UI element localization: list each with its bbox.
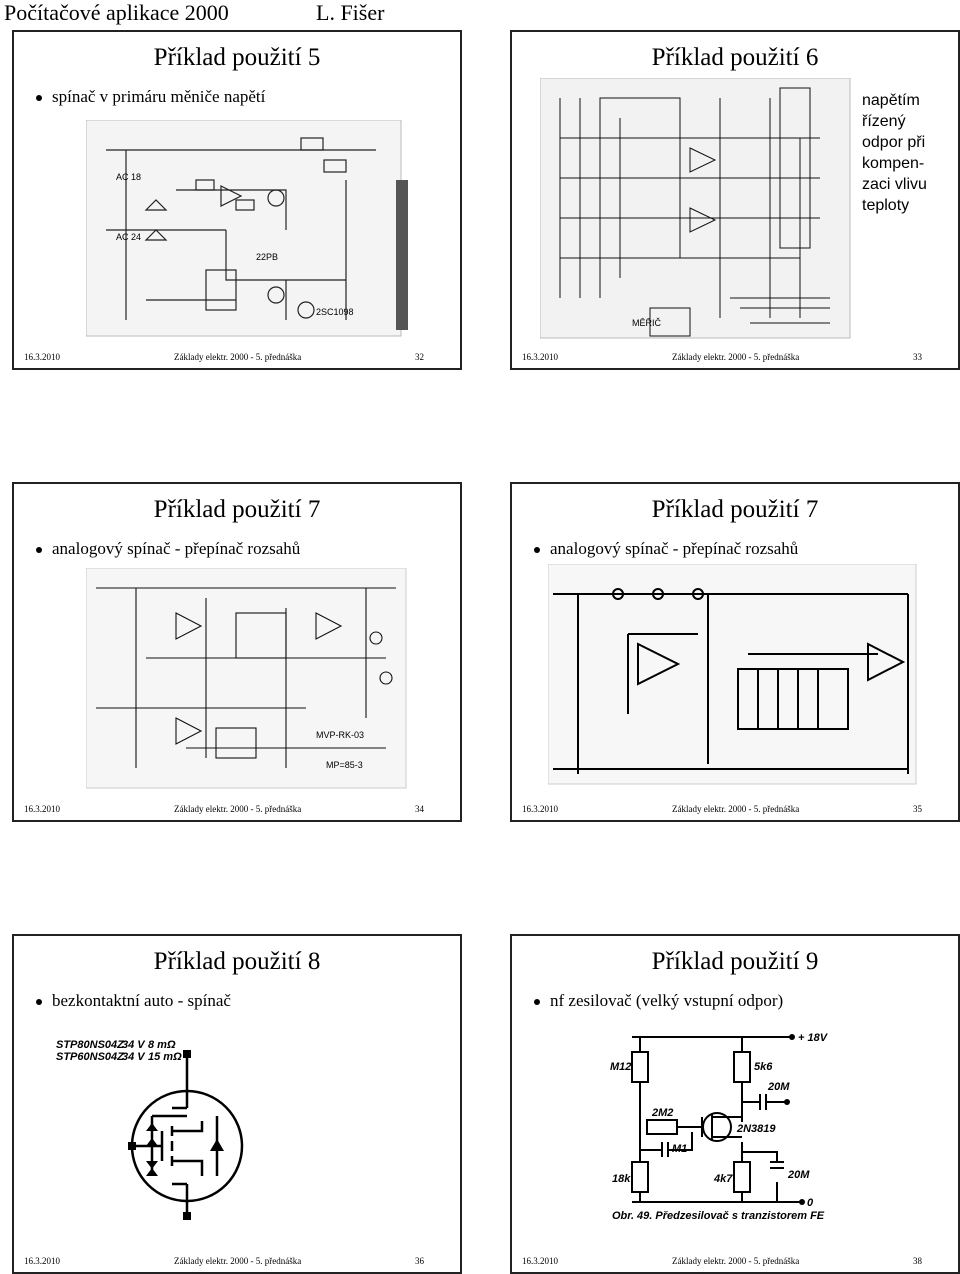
schematic-caption: Obr. 49. Předzesilovač s tranzistorem FE [612,1210,825,1222]
svg-text:MVP-RK-03: MVP-RK-03 [316,730,364,740]
footer-date: 16.3.2010 [24,804,60,814]
transistor-label: 2N3819 [736,1123,776,1135]
page-header: Počítačové aplikace 2000 L. Fišer [4,0,384,26]
slide-35: Příklad použití 7 analogový spínač - pře… [510,482,960,822]
slide-title: Příklad použití 6 [651,44,819,71]
footer-date: 16.3.2010 [522,352,558,362]
c-in-label: M1 [672,1143,687,1155]
slide-footer: 16.3.2010 Základy elektr. 2000 - 5. před… [14,802,460,814]
svg-text:AC 24: AC 24 [116,232,141,242]
slide-footer: 16.3.2010 Základy elektr. 2000 - 5. před… [512,802,958,814]
supply-label: + 18V [798,1032,829,1044]
side-note-line: odpor při [862,134,926,151]
svg-text:22PB: 22PB [256,252,278,262]
slide-36: Příklad použití 8 bezkontaktní auto - sp… [12,934,462,1274]
mosfet-part-1: STP80NS04Z [56,1039,125,1051]
slide-footer: 16.3.2010 Základy elektr. 2000 - 5. před… [512,1254,958,1266]
side-note-line: řízený [862,113,906,130]
slide-33: Příklad použití 6 MĚŘIČ BLOK ZESILOVAČŮ … [510,30,960,370]
slide-number: 35 [913,804,922,814]
c-source-label: 20M [787,1169,810,1181]
footer-date: 16.3.2010 [24,352,60,362]
c-out-label: 20M [767,1081,790,1093]
slide-bullet: bezkontaktní auto - spínač [36,991,231,1011]
mosfet-rds-2: 15 mΩ [148,1051,182,1063]
bullet-dot [36,999,42,1006]
bullet-text: nf zesilovač (velký vstupní odpor) [550,991,784,1010]
bullet-text: spínač v primáru měniče napětí [52,87,266,106]
mosfet-rds-1: 8 mΩ [148,1039,176,1051]
footer-course: Základy elektr. 2000 - 5. přednáška [174,1256,302,1266]
bullet-dot [36,547,42,554]
slide-bullet: spínač v primáru měniče napětí [36,87,265,107]
slide-bullet: analogový spínač - přepínač rozsahů [36,539,300,559]
r-drain-label: 5k6 [754,1061,773,1073]
ground-label: 0 [807,1197,814,1209]
slide-number: 33 [913,352,922,362]
document-author: L. Fišer [316,0,385,25]
bullet-text: bezkontaktní auto - spínač [52,991,231,1010]
side-note-line: zaci vlivu [862,176,927,193]
slide-title: Příklad použití 7 [153,496,321,523]
side-note-line: kompen- [862,155,925,172]
side-note: napětím řízený odpor při kompen- zaci vl… [862,90,944,216]
slide-footer: 16.3.2010 Základy elektr. 2000 - 5. před… [14,350,460,362]
document-title: Počítačové aplikace 2000 [4,0,229,25]
mosfet-voltage-2: 34 V [122,1051,146,1063]
svg-text:MĚŘIČ: MĚŘIČ [632,318,662,328]
bullet-dot [36,95,42,102]
slide-number: 32 [415,352,424,362]
r-source-label: 4k7 [713,1173,733,1185]
footer-date: 16.3.2010 [522,1256,558,1266]
slide-title: Příklad použití 9 [651,948,819,975]
slide-footer: 16.3.2010 Základy elektr. 2000 - 5. před… [512,350,958,362]
svg-text:2SC1098: 2SC1098 [316,307,354,317]
circuit-schematic-image: AC 18 AC 24 22PB 2SC1098 [86,120,411,338]
mosfet-symbol-image: STP80NS04Z 34 V 8 mΩ STP60NS04Z 34 V 15 … [52,1036,292,1226]
footer-course: Základy elektr. 2000 - 5. přednáška [672,804,800,814]
slide-title: Příklad použití 5 [153,44,321,71]
slide-number: 34 [415,804,424,814]
r-top-left-label: M12 [610,1061,631,1073]
footer-date: 16.3.2010 [24,1256,60,1266]
slide-number: 36 [415,1256,424,1266]
slide-bullet: nf zesilovač (velký vstupní odpor) [534,991,783,1011]
footer-course: Základy elektr. 2000 - 5. přednáška [672,1256,800,1266]
r-bottom-left-label: 18k [612,1173,631,1185]
mosfet-part-2: STP60NS04Z [56,1051,125,1063]
slide-title: Příklad použití 8 [153,948,321,975]
footer-course: Základy elektr. 2000 - 5. přednáška [672,352,800,362]
slide-title: Příklad použití 7 [651,496,819,523]
footer-course: Základy elektr. 2000 - 5. přednáška [174,352,302,362]
slide-34: Příklad použití 7 analogový spínač - pře… [12,482,462,822]
amplifier-schematic-image: + 18V M12 5k6 20M 2M2 2N3819 M1 18k 4k7 … [602,1022,852,1222]
svg-text:AC 18: AC 18 [116,172,141,182]
slide-number: 38 [913,1256,922,1266]
slide-32: Příklad použití 5 spínač v primáru měnič… [12,30,462,370]
slide-footer: 16.3.2010 Základy elektr. 2000 - 5. před… [14,1254,460,1266]
footer-course: Základy elektr. 2000 - 5. přednáška [174,804,302,814]
svg-text:MP=85-3: MP=85-3 [326,760,363,770]
bullet-text: analogový spínač - přepínač rozsahů [52,539,301,558]
bullet-dot [534,547,540,554]
mosfet-voltage-1: 34 V [122,1039,146,1051]
bullet-text: analogový spínač - přepínač rozsahů [550,539,799,558]
side-note-line: teploty [862,197,910,214]
footer-date: 16.3.2010 [522,804,558,814]
slide-bullet: analogový spínač - přepínač rozsahů [534,539,798,559]
bullet-dot [534,999,540,1006]
circuit-schematic-image [548,564,918,786]
r-gate-label: 2M2 [651,1107,673,1119]
slide-38: Příklad použití 9 nf zesilovač (velký vs… [510,934,960,1274]
side-note-line: napětím [862,92,920,109]
circuit-schematic-image: MĚŘIČ BLOK ZESILOVAČŮ [540,78,852,340]
